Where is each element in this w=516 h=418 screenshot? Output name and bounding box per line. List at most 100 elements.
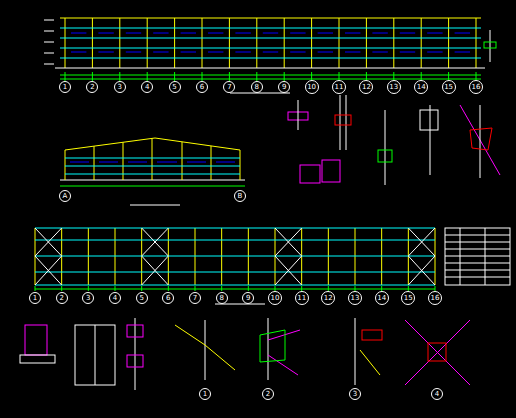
column-line <box>339 18 340 68</box>
detail-stroke <box>490 30 491 62</box>
window-strip <box>290 33 305 34</box>
level-mark <box>44 53 54 54</box>
axis-bubble: 7 <box>189 292 201 304</box>
axis-label: 16 <box>472 84 481 91</box>
axis-label: 3 <box>86 295 90 302</box>
connection-plate <box>127 355 143 367</box>
gusset-plate <box>428 343 446 361</box>
axis-bubble: 1 <box>29 292 41 304</box>
x-bracing <box>408 256 435 285</box>
girt-line <box>65 166 240 167</box>
axis-bubble: 3 <box>114 81 126 93</box>
detail-stroke <box>95 325 96 385</box>
axis-bubble: 4 <box>141 81 153 93</box>
axis-bubble: B <box>234 190 246 202</box>
axis-bubble: 16 <box>469 80 483 94</box>
axis-bubble: 9 <box>278 81 290 93</box>
axis-label: 12 <box>324 295 333 302</box>
girt-line <box>60 38 481 39</box>
x-bracing <box>275 228 302 256</box>
girt-line <box>60 28 481 29</box>
axis-bubble: 2 <box>86 81 98 93</box>
table-line <box>445 277 510 278</box>
purlin-line <box>35 272 435 273</box>
axis-bubble: 13 <box>387 80 401 94</box>
window-strip <box>71 33 86 34</box>
column-line <box>476 18 477 68</box>
detail-box <box>25 325 47 355</box>
axis-label: 11 <box>297 295 306 302</box>
column-line <box>94 146 95 180</box>
table-line <box>445 270 510 271</box>
axis-bubble: 11 <box>295 291 309 305</box>
x-bracing <box>35 228 62 256</box>
axis-label: 7 <box>227 84 231 91</box>
brace-detail <box>405 320 470 385</box>
brace-detail <box>205 345 235 370</box>
window-strip <box>372 33 387 34</box>
axis-bubble: 8 <box>251 81 263 93</box>
axis-bubble: 13 <box>348 291 362 305</box>
axis-bubble: 10 <box>305 80 319 94</box>
window-strip <box>99 162 118 163</box>
column-detail <box>385 110 386 185</box>
purlin-line <box>35 285 435 286</box>
x-bracing <box>35 256 62 285</box>
column-line <box>393 18 394 68</box>
brace-detail <box>405 320 470 385</box>
girt-line <box>60 48 481 49</box>
column-line <box>65 150 66 180</box>
axis-bubble: 12 <box>321 291 335 305</box>
axis-bubble: 9 <box>242 292 254 304</box>
axis-bubble: A <box>59 190 71 202</box>
axis-label: 12 <box>362 84 371 91</box>
window-strip <box>71 52 86 53</box>
purlin-line <box>35 256 435 257</box>
x-bracing <box>408 256 435 285</box>
column-detail <box>340 95 341 150</box>
window-strip <box>455 52 470 53</box>
level-mark <box>44 31 54 32</box>
column-line <box>240 150 241 180</box>
axis-bubble: 7 <box>223 81 235 93</box>
window-strip <box>455 33 470 34</box>
window-strip <box>400 52 415 53</box>
window-strip <box>208 33 223 34</box>
window-strip <box>318 33 333 34</box>
axis-bubble: 11 <box>332 80 346 94</box>
window-strip <box>98 33 113 34</box>
girt-line <box>65 174 240 175</box>
axis-bubble: 2 <box>56 292 68 304</box>
axis-bubble: 5 <box>136 292 148 304</box>
axis-label: 2 <box>90 84 94 91</box>
axis-label: 6 <box>166 295 170 302</box>
axis-label: 2 <box>59 295 63 302</box>
column-line <box>229 18 230 68</box>
column-detail <box>355 318 356 385</box>
x-bracing <box>408 228 435 256</box>
window-strip <box>187 162 206 163</box>
window-strip <box>216 162 235 163</box>
axis-label: 13 <box>351 295 360 302</box>
dimension-line <box>60 186 245 187</box>
axis-bubble: 16 <box>428 291 442 305</box>
axis-label: 1 <box>33 295 37 302</box>
detail-bubble: 1 <box>199 388 211 400</box>
column-line <box>311 18 312 68</box>
axis-label: 10 <box>271 295 280 302</box>
window-strip <box>372 52 387 53</box>
window-strip <box>427 33 442 34</box>
window-strip <box>70 162 89 163</box>
axis-label: 5 <box>172 84 176 91</box>
column-detail <box>268 318 269 380</box>
axis-label: 1 <box>63 84 67 91</box>
axis-label: 14 <box>377 295 386 302</box>
girt-line <box>60 58 481 59</box>
column-detail <box>346 95 347 150</box>
axis-label: 4 <box>435 391 439 398</box>
stiffener <box>335 115 351 125</box>
roof-line <box>60 18 481 19</box>
axis-label: 15 <box>404 295 413 302</box>
